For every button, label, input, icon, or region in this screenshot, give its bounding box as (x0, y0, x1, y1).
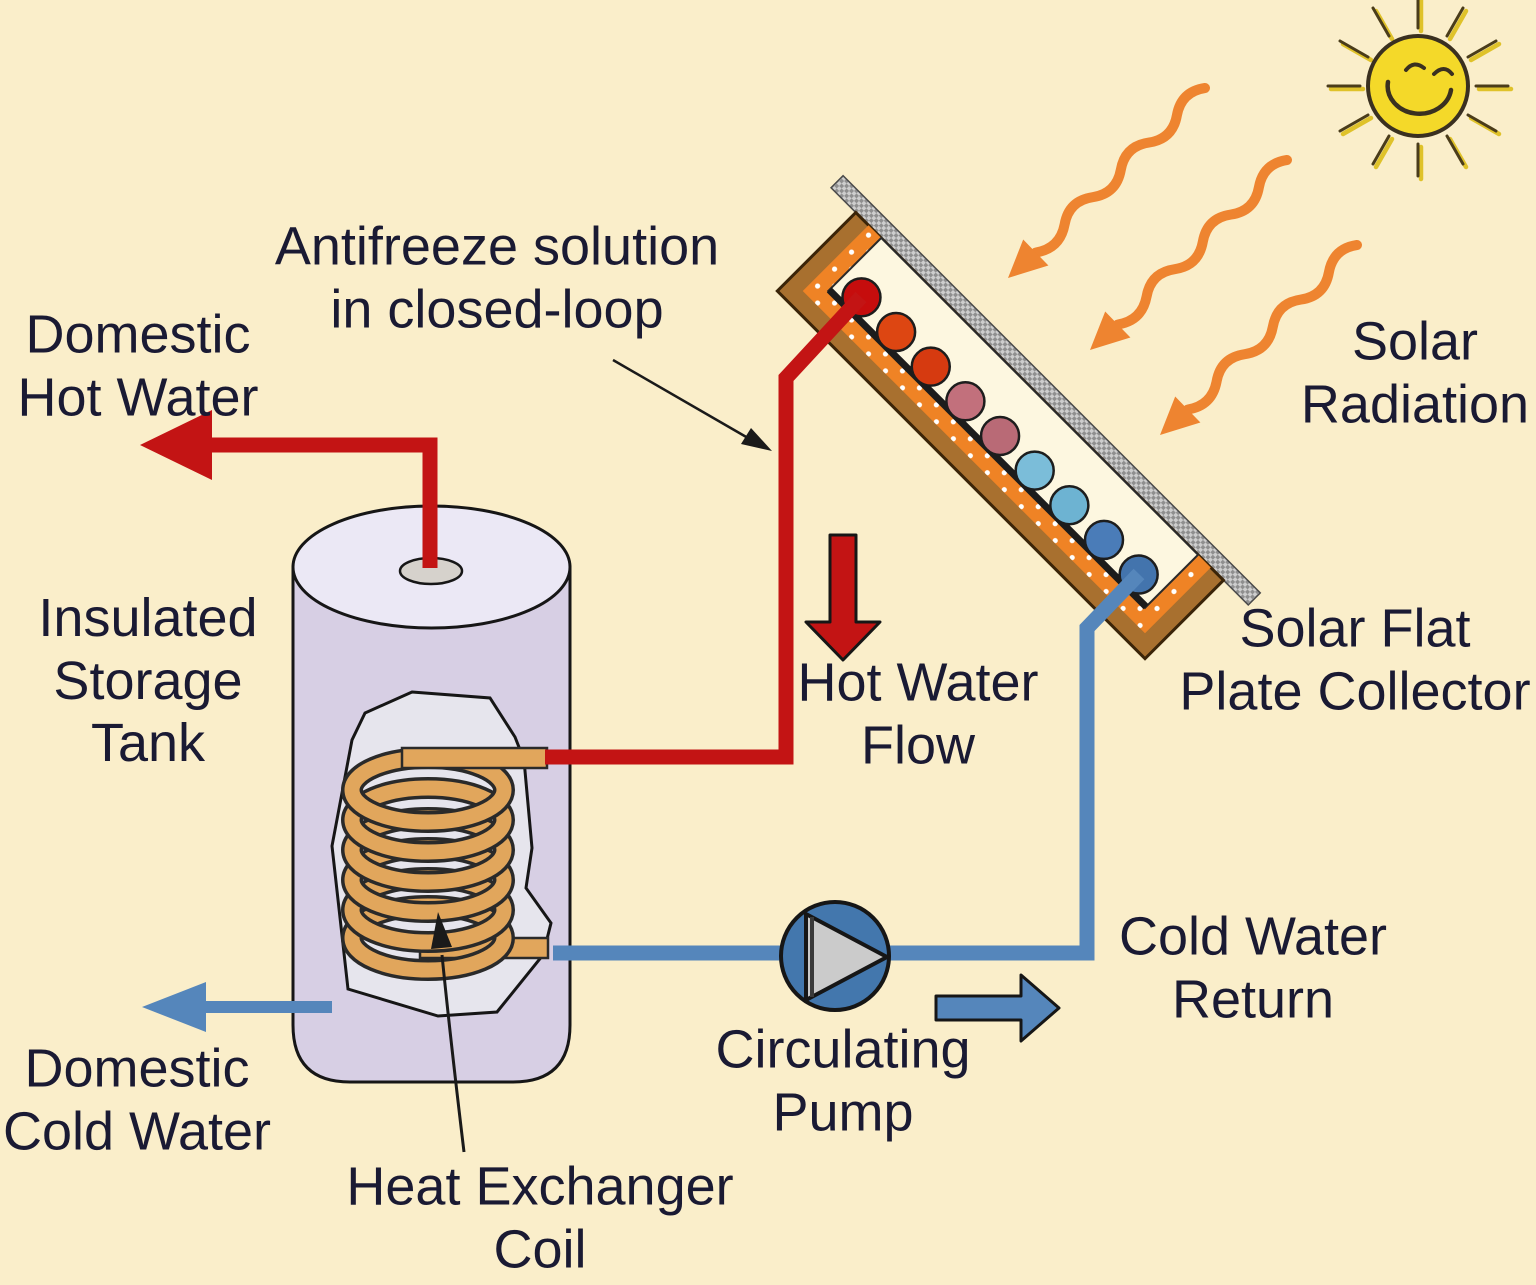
collector-tube (945, 381, 986, 422)
label-cold-water-return: Cold Water Return (1118, 906, 1388, 1029)
collector-tube (910, 346, 952, 387)
collector-tube (1014, 450, 1055, 491)
sun-icon (1326, 0, 1514, 182)
coil-top-connector (400, 746, 549, 770)
domestic-cold-water-arrow (142, 982, 332, 1032)
sun-eyes (1404, 62, 1454, 76)
circulating-pump-icon (779, 900, 891, 1012)
label-insulated-storage-tank: Insulated Storage Tank (38, 588, 258, 774)
label-heat-exchanger-coil: Heat Exchanger Coil (346, 1156, 734, 1279)
heat-exchanger-pointer-arrow (431, 912, 466, 1153)
antifreeze-pointer-arrow (612, 358, 772, 451)
collector-tube (1049, 484, 1090, 526)
hot-supply-pipe (545, 291, 867, 765)
label-domestic-hot-water: Domestic Hot Water (17, 304, 259, 427)
label-antifreeze: Antifreeze solution in closed-loop (274, 216, 720, 339)
sun-smile (1385, 79, 1454, 116)
label-circulating-pump: Circulating Pump (715, 1019, 971, 1142)
collector-tube (1083, 519, 1125, 561)
label-solar-radiation: Solar Radiation (1300, 311, 1530, 434)
hot-water-flow-arrow (804, 533, 882, 662)
solar-flat-plate-collector (775, 174, 1262, 661)
label-solar-flat-plate-collector: Solar Flat Plate Collector (1179, 598, 1531, 721)
sun-face (1366, 34, 1470, 138)
collector-tube (875, 311, 917, 353)
collector-tube (979, 415, 1021, 457)
domestic-hot-water-arrow (140, 410, 438, 568)
sun-rays (1326, 0, 1510, 178)
cold-water-return-arrow (934, 973, 1061, 1043)
label-hot-water-flow: Hot Water Flow (797, 652, 1039, 775)
collector-tubes (841, 277, 1159, 595)
insulated-storage-tank (291, 504, 572, 1084)
heat-exchanger-coil (341, 747, 515, 981)
label-domestic-cold-water: Domestic Cold Water (2, 1038, 272, 1161)
